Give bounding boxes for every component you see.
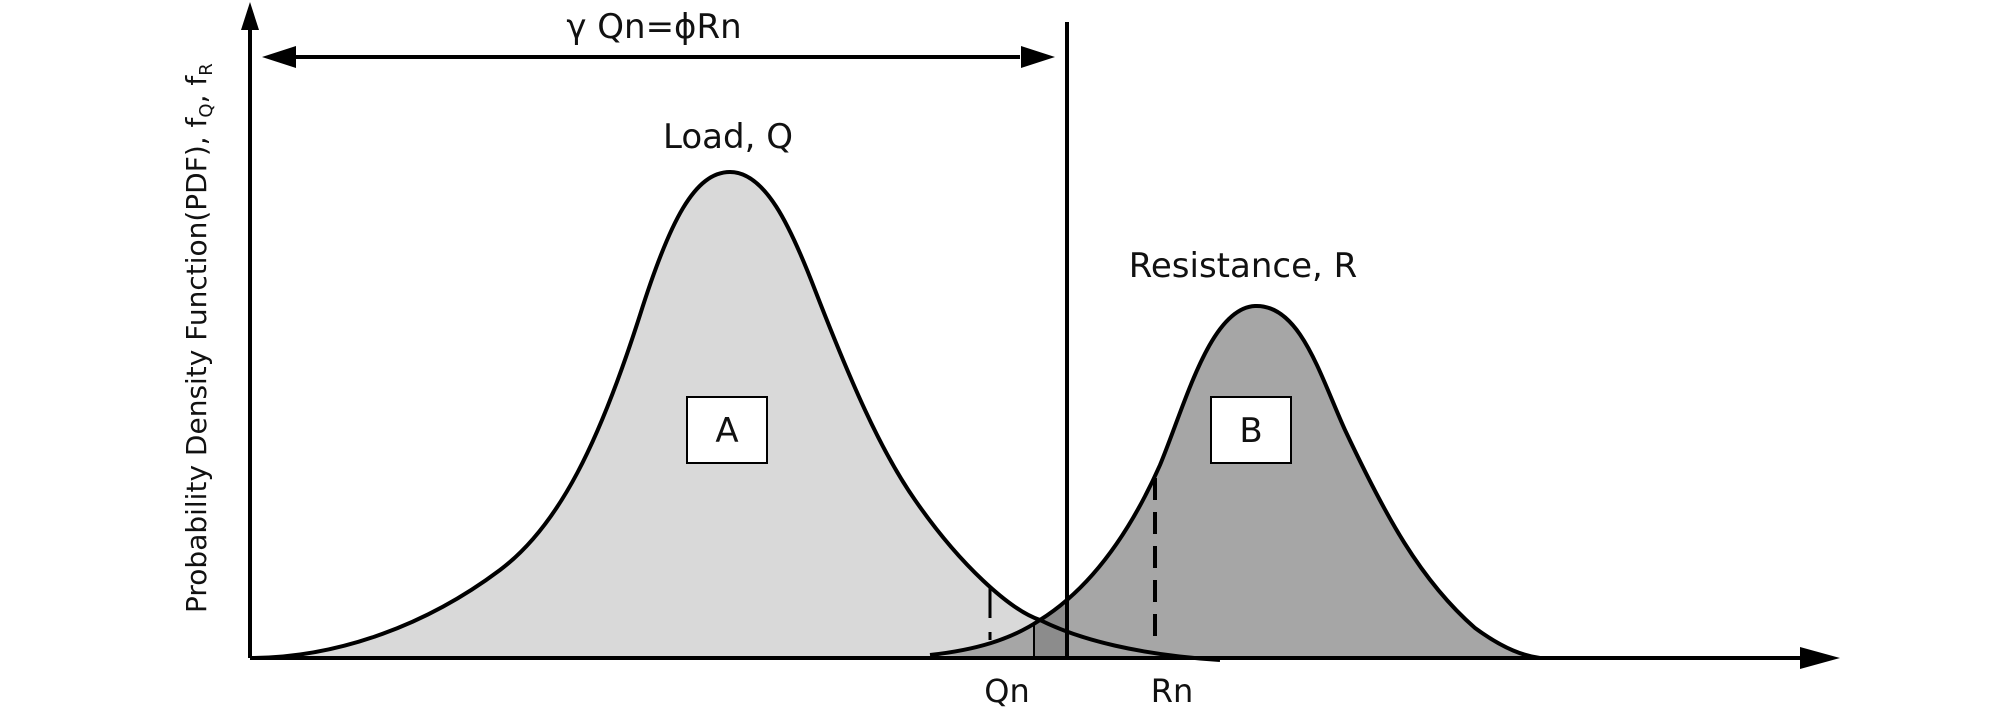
design-equation: γ Qn=ϕRn: [566, 7, 741, 47]
x-axis-arrowhead: [1800, 647, 1840, 669]
design-span-arrowhead-left: [262, 46, 296, 68]
region-a-box: [686, 396, 768, 464]
y-axis-label: Probability Density Function(PDF), fQ, f…: [180, 63, 217, 613]
load-label: Load, Q: [663, 117, 793, 157]
design-span-arrowhead-right: [1021, 46, 1055, 68]
resistance-curve: [929, 303, 1541, 660]
resistance-area: [930, 305, 1540, 658]
resistance-label: Resistance, R: [1129, 246, 1357, 286]
y-axis-label-sub-q: Q: [196, 103, 217, 117]
y-axis-arrowhead: [241, 2, 259, 30]
y-axis-label-sub-r: R: [196, 63, 217, 76]
load-area: [250, 172, 1040, 658]
qn-label: Qn: [984, 672, 1029, 710]
y-axis-label-sep: , f: [180, 75, 213, 104]
rn-label: Rn: [1151, 672, 1194, 710]
y-axis-label-main: Probability Density Function(PDF), f: [180, 116, 213, 613]
region-b-label: B: [1239, 411, 1262, 451]
region-a-label: A: [715, 411, 738, 451]
load-curve: [249, 169, 1221, 662]
region-b-box: [1210, 396, 1292, 464]
